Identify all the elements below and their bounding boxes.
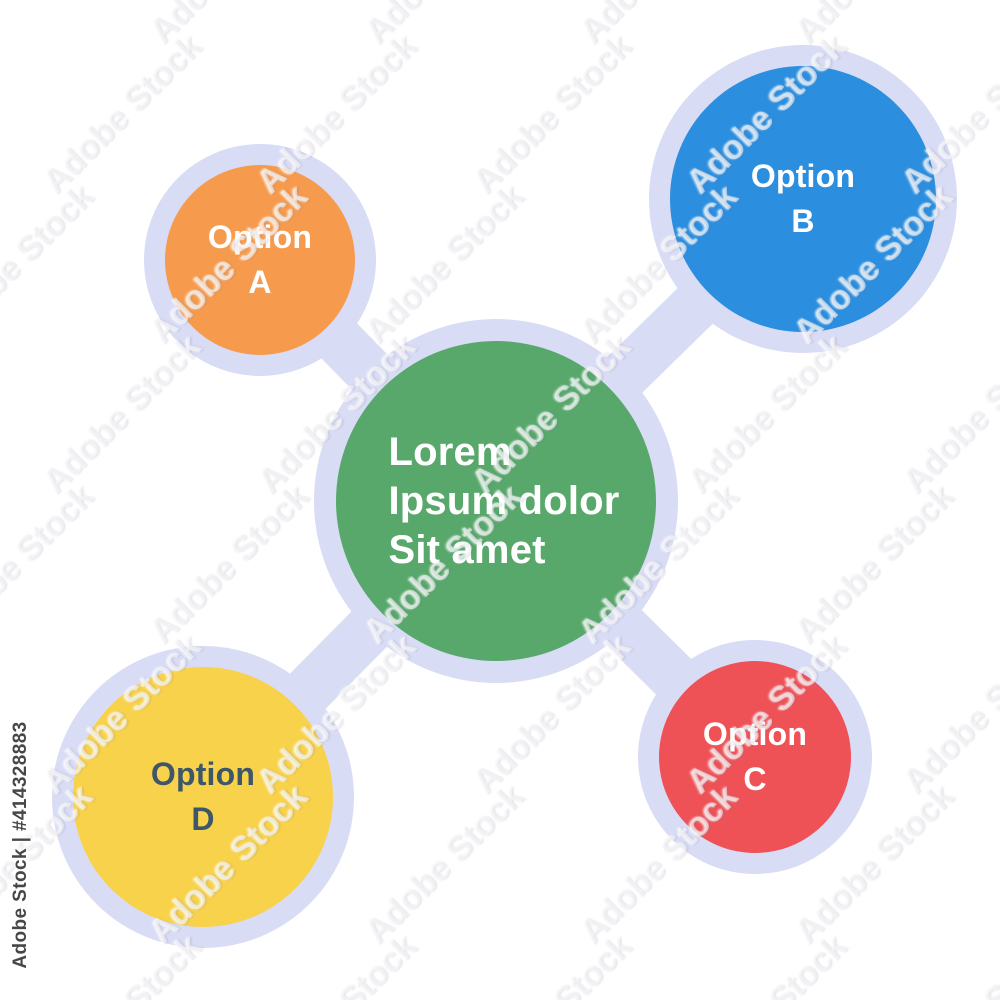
watermark-tile: Adobe Stock	[0, 0, 101, 52]
watermark-tile: Adobe Stock	[786, 477, 961, 652]
option-b-letter: B	[791, 203, 815, 239]
node-option-c-label: Option C	[703, 712, 807, 802]
option-b-title: Option	[750, 158, 856, 194]
node-option-a-label: Option A	[208, 215, 312, 305]
watermark-tile: Adobe Stock	[0, 177, 101, 352]
watermark-tile: Adobe Stock	[894, 627, 1000, 802]
option-c-title: Option	[702, 716, 808, 752]
watermark-tile: Adobe Stock	[787, 0, 962, 52]
center-line-1: Lorem	[388, 429, 512, 474]
watermark-tile: Adobe Stock	[142, 0, 317, 52]
watermark-tile: Adobe Stock	[894, 327, 1000, 502]
center-line-3: Sit amet	[388, 527, 546, 572]
option-d-title: Option	[150, 756, 256, 792]
watermark-tile: Adobe Stock	[141, 477, 316, 652]
watermark-tile: Adobe Stock	[572, 0, 747, 52]
stock-credit-label: Adobe Stock | #414328883	[10, 721, 31, 969]
node-option-a: Option A	[165, 165, 355, 355]
watermark-tile: Adobe Stock	[356, 777, 531, 952]
watermark-tile: Adobe Stock	[250, 927, 425, 1000]
watermark-tile: Adobe Stock	[0, 477, 101, 652]
watermark-tile: Adobe Stock	[357, 0, 532, 52]
center-line-2: Ipsum dolor	[388, 478, 620, 523]
node-center: Lorem Ipsum dolor Sit amet	[336, 341, 656, 661]
watermark-tile: Adobe Stock	[895, 927, 1000, 1000]
node-option-c: Option C	[659, 661, 851, 853]
option-c-letter: C	[743, 761, 767, 797]
watermark-tile: Adobe Stock	[34, 327, 209, 502]
watermark-tile: Adobe Stock	[465, 927, 640, 1000]
node-option-b-label: Option B	[751, 154, 855, 244]
watermark-tile: Adobe Stock	[679, 327, 854, 502]
node-center-label: Lorem Ipsum dolor Sit amet	[388, 428, 619, 575]
node-option-d-label: Option D	[151, 752, 255, 842]
watermark-tile: Adobe Stock	[34, 27, 209, 202]
option-a-title: Option	[207, 219, 313, 255]
watermark-tile: Adobe Stock	[35, 927, 210, 1000]
watermark-tile: Adobe Stock	[680, 927, 855, 1000]
node-option-b: Option B	[670, 66, 936, 332]
option-a-letter: A	[248, 264, 272, 300]
watermark-tile: Adobe Stock	[356, 177, 531, 352]
watermark-tile: Adobe Stock	[464, 27, 639, 202]
option-d-letter: D	[191, 801, 215, 837]
node-option-d: Option D	[73, 667, 333, 927]
